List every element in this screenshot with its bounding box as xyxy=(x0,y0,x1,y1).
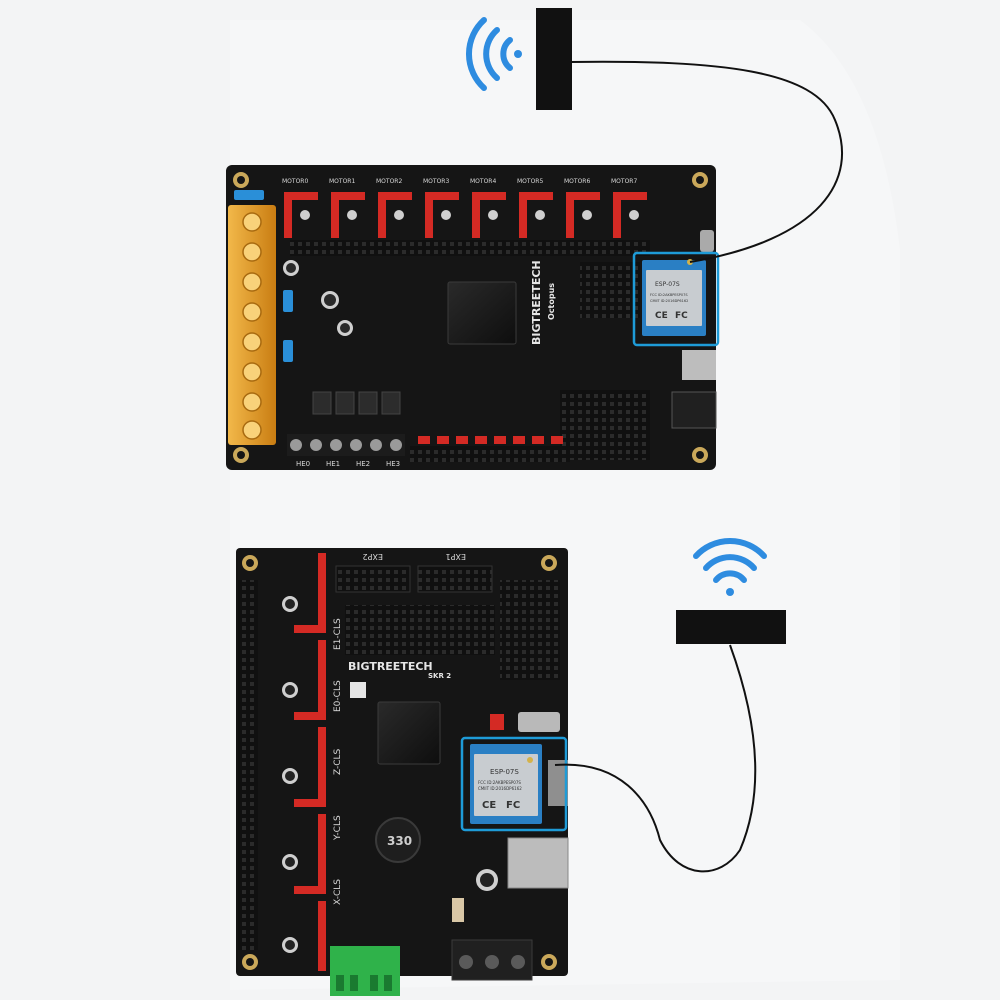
module-highlight xyxy=(632,251,720,347)
pin-header-block xyxy=(345,605,495,655)
module-id-line: FCC ID:2AKBPESP07S xyxy=(478,780,521,785)
usb-port xyxy=(682,350,716,380)
pin-header-row xyxy=(290,240,650,256)
exp-header xyxy=(335,565,411,593)
wifi-icon xyxy=(465,17,522,91)
wifi-module: ESP-07S FCC ID:2AKBPESP07S CMIIT ID:2016… xyxy=(632,251,720,347)
antenna-cable xyxy=(569,60,844,263)
board-logo xyxy=(350,682,366,698)
inductor xyxy=(375,817,421,863)
antenna-patch xyxy=(676,610,786,644)
module-mark: FC xyxy=(675,311,688,321)
module-id-line: FCC ID:2AKBPESP07S xyxy=(650,293,688,297)
module-mark: CE xyxy=(482,800,496,811)
heater-label: HE3 xyxy=(386,460,400,468)
blue-fuse xyxy=(283,290,293,312)
board-model: Octopus xyxy=(547,283,556,320)
header-label: EXP1 xyxy=(446,552,466,561)
module-mark: CE xyxy=(655,311,668,321)
module-name: ESP-07S xyxy=(490,768,519,776)
sd-slot xyxy=(548,760,568,806)
fan-terminals xyxy=(451,939,533,981)
blue-fuse xyxy=(234,190,264,200)
stepper-sockets xyxy=(284,192,647,238)
exp-header xyxy=(417,565,493,593)
heater-terminals xyxy=(287,434,405,456)
module-id-line: CMIIT ID:2016DP6162 xyxy=(478,786,522,791)
module-id-line: CMIIT ID:2016DP6162 xyxy=(650,299,688,303)
wifi-module: ESP-07S FCC ID:2AKBPESP07S CMIIT ID:2016… xyxy=(460,736,568,832)
mosfets xyxy=(312,391,401,415)
cpu-chip xyxy=(377,701,441,765)
module-highlight xyxy=(460,736,568,832)
pin-header-block xyxy=(560,390,650,460)
motor-label: MOTOR2 xyxy=(376,178,402,185)
motor-label: MOTOR0 xyxy=(282,178,308,185)
pin-header-block xyxy=(580,262,640,318)
capacitors xyxy=(283,260,353,336)
heater-label: HE0 xyxy=(296,460,310,468)
usb-b-port xyxy=(507,837,569,889)
switch xyxy=(452,898,464,922)
board-model: SKR 2 xyxy=(428,672,451,680)
heater-label: HE1 xyxy=(326,460,340,468)
top-board: MOTOR0 MOTOR1 MOTOR2 MOTOR3 MOTOR4 MOTOR… xyxy=(226,8,844,470)
pin-header-column xyxy=(238,580,258,950)
inductor-label: 330 xyxy=(387,834,412,848)
antenna-cable xyxy=(554,644,757,873)
axis-label: E1-CLS xyxy=(333,618,343,650)
wifi-icon xyxy=(693,537,767,596)
motor-label: MOTOR5 xyxy=(517,178,543,185)
motor-label: MOTOR7 xyxy=(611,178,637,185)
cpu-chip xyxy=(447,281,517,345)
power-terminal-green xyxy=(330,946,400,996)
board-brand: BIGTREETECH xyxy=(530,260,543,345)
module-mark: FC xyxy=(506,800,520,811)
bottom-board: E1-CLS E0-CLS Z-CLS Y-CLS X-CLS EXP2 EXP… xyxy=(236,537,786,996)
micro-usb-port xyxy=(518,712,560,732)
motor-label: MOTOR4 xyxy=(470,178,496,185)
antenna-patch xyxy=(536,8,572,110)
axis-label: Y-CLS xyxy=(333,815,343,841)
motor-label: MOTOR6 xyxy=(564,178,590,185)
stepper-sockets xyxy=(294,553,326,971)
board-brand: BIGTREETECH xyxy=(348,660,433,673)
pin-header-block xyxy=(500,580,560,680)
driver-capacitors xyxy=(282,596,298,953)
red-jumpers xyxy=(418,436,563,444)
motor-labels: MOTOR0 MOTOR1 MOTOR2 MOTOR3 MOTOR4 MOTOR… xyxy=(282,178,637,185)
rj-connector xyxy=(671,391,717,429)
axis-label: Z-CLS xyxy=(333,748,343,775)
power-terminal-block xyxy=(228,205,276,445)
module-name: ESP-07S xyxy=(655,281,680,288)
motor-label: MOTOR3 xyxy=(423,178,449,185)
header-label: EXP2 xyxy=(363,552,383,561)
red-jumper xyxy=(490,714,504,730)
motor-label: MOTOR1 xyxy=(329,178,355,185)
heater-label: HE2 xyxy=(356,460,370,468)
pin-header-row xyxy=(410,446,570,462)
axis-label: E0-CLS xyxy=(333,680,343,712)
usb-c-port xyxy=(700,230,714,252)
blue-fuse xyxy=(283,340,293,362)
axis-label: X-CLS xyxy=(333,879,343,905)
